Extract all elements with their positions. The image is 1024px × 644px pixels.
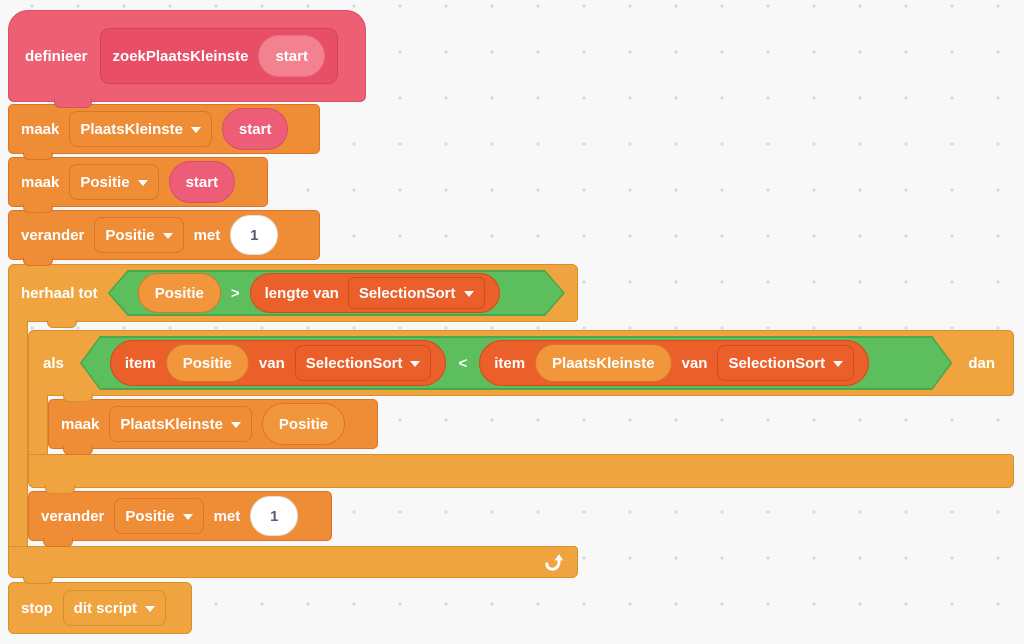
item-label: item (494, 354, 526, 372)
number-input[interactable]: 1 (250, 496, 299, 536)
list-dropdown[interactable]: SelectionSort (717, 345, 854, 381)
greater-than-operator: > (230, 284, 240, 302)
if-then-block-top[interactable]: als item Positie van SelectionSort < (28, 330, 1014, 402)
dropdown-caret-icon (410, 361, 420, 367)
change-keyword-label: verander (21, 226, 85, 244)
block-notch (63, 446, 93, 455)
length-of-label: lengte van (264, 284, 339, 302)
custom-block-name: zoekPlaatsKleinste (112, 47, 249, 65)
loop-arrow-icon (542, 552, 563, 573)
dropdown-caret-icon (145, 606, 156, 612)
variable-reporter-plaatskleinste[interactable]: PlaatsKleinste (535, 344, 672, 382)
list-dropdown[interactable]: SelectionSort (348, 277, 485, 309)
block-notch (54, 99, 92, 108)
block-notch (47, 319, 77, 328)
argument-reporter-start[interactable]: start (221, 108, 289, 150)
block-notch (23, 575, 53, 584)
variable-reporter-positie[interactable]: Positie (138, 273, 221, 313)
variable-dropdown[interactable]: Positie (69, 164, 159, 200)
block-notch (23, 257, 53, 266)
dropdown-caret-icon (137, 180, 148, 186)
set-keyword-label: maak (21, 173, 60, 191)
item-label: item (124, 354, 156, 372)
number-input[interactable]: 1 (230, 215, 279, 255)
block-notch (23, 151, 53, 160)
list-item-reporter-right[interactable]: item PlaatsKleinste van SelectionSort (479, 340, 869, 386)
block-notch (45, 485, 75, 494)
by-label: met (213, 507, 241, 525)
set-variable-block-inner[interactable]: maak PlaatsKleinste Positie (48, 399, 378, 455)
list-length-reporter[interactable]: lengte van SelectionSort (250, 273, 500, 313)
variable-reporter-positie[interactable]: Positie (166, 344, 249, 382)
by-label: met (193, 226, 221, 244)
custom-block-argument[interactable]: start (258, 35, 325, 77)
variable-dropdown[interactable]: Positie (94, 217, 184, 253)
repeat-until-block-bottom[interactable] (8, 546, 578, 584)
set-keyword-label: maak (21, 120, 60, 138)
variable-dropdown[interactable]: PlaatsKleinste (109, 406, 252, 442)
set-keyword-label: maak (61, 415, 100, 433)
repeat-until-block-top[interactable]: herhaal tot Positie > lengte van Selecti… (8, 264, 578, 328)
block-notch (63, 393, 93, 402)
repeat-until-label: herhaal tot (21, 284, 98, 302)
dropdown-caret-icon (162, 233, 173, 239)
of-label: van (258, 354, 285, 372)
repeat-until-block-spine[interactable] (8, 321, 28, 547)
custom-block-prototype[interactable]: zoekPlaatsKleinste start (99, 28, 338, 84)
then-label: dan (968, 354, 995, 372)
set-variable-block-plaatskleinste[interactable]: maak PlaatsKleinste start (8, 104, 320, 160)
list-item-reporter-left[interactable]: item Positie van SelectionSort (110, 340, 447, 386)
change-keyword-label: verander (41, 507, 105, 525)
if-condition-boolean[interactable]: item Positie van SelectionSort < item Pl… (80, 336, 952, 390)
of-label: van (681, 354, 708, 372)
stop-block[interactable]: stop dit script (8, 582, 192, 634)
list-dropdown[interactable]: SelectionSort (295, 345, 432, 381)
dropdown-caret-icon (182, 514, 193, 520)
define-keyword-label: definieer (25, 47, 88, 65)
dropdown-caret-icon (190, 127, 201, 133)
set-variable-block-positie[interactable]: maak Positie start (8, 157, 268, 213)
define-hat-block[interactable]: definieer zoekPlaatsKleinste start (8, 10, 366, 108)
block-notch (43, 538, 73, 547)
if-label: als (43, 354, 64, 372)
argument-reporter-start[interactable]: start (168, 161, 236, 203)
variable-dropdown[interactable]: Positie (114, 498, 204, 534)
variable-reporter-positie[interactable]: Positie (261, 403, 346, 445)
dropdown-caret-icon (230, 422, 241, 428)
block-notch (23, 204, 53, 213)
if-then-block-spine[interactable] (28, 395, 48, 455)
if-then-block-bottom[interactable] (28, 454, 1014, 494)
repeat-condition-boolean[interactable]: Positie > lengte van SelectionSort (108, 270, 565, 316)
less-than-operator: < (458, 354, 468, 372)
stop-keyword-label: stop (21, 599, 53, 617)
change-variable-block[interactable]: verander Positie met 1 (8, 210, 320, 266)
dropdown-caret-icon (833, 361, 843, 367)
variable-dropdown[interactable]: PlaatsKleinste (69, 111, 212, 147)
dropdown-caret-icon (464, 291, 474, 297)
stop-option-dropdown[interactable]: dit script (62, 590, 167, 626)
change-variable-block-inner[interactable]: verander Positie met 1 (28, 491, 332, 547)
